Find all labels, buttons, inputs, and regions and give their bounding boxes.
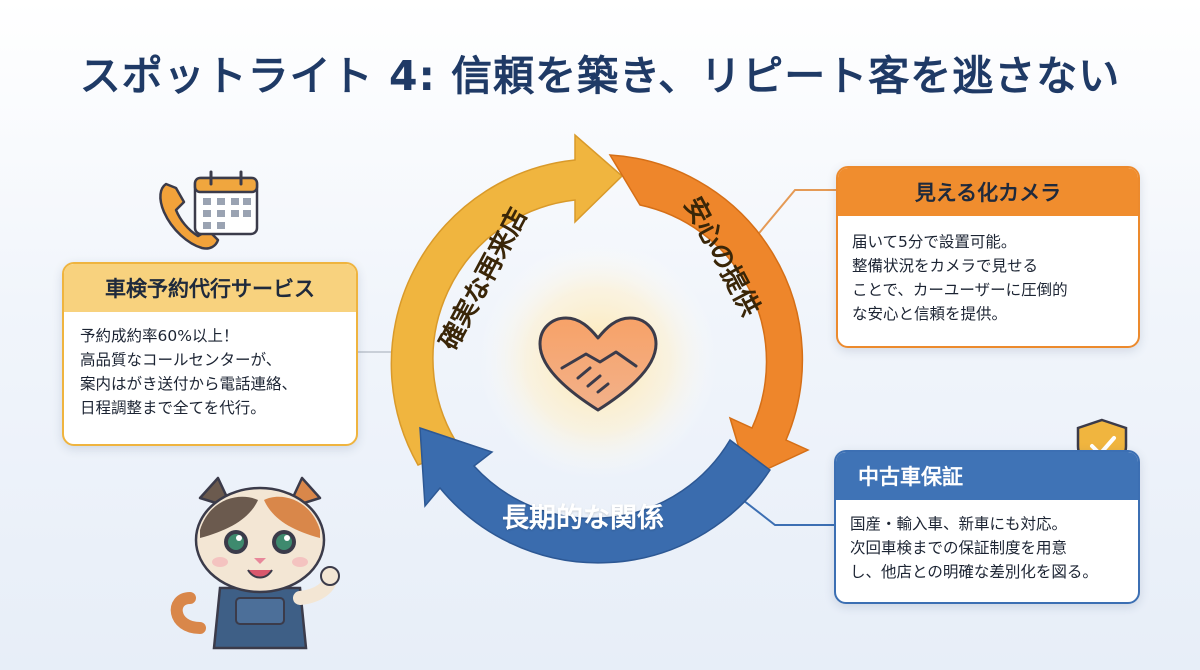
segment-left-arrow bbox=[390, 133, 624, 466]
card-used-car-warranty: 中古車保証 国産・輸入車、新車にも対応。 次回車検までの保証制度を用意 し、他店… bbox=[834, 450, 1140, 604]
card-reservation-line: 案内はがき送付から電話連絡、 bbox=[80, 375, 298, 393]
card-camera-line: な安心と信頼を提供。 bbox=[852, 305, 1008, 323]
card-visibility-camera: 見える化カメラ 届いて5分で設置可能。 整備状況をカメラで見せる ことで、カーユ… bbox=[836, 166, 1140, 348]
card-camera-line: ことで、カーユーザーに圧倒的 bbox=[852, 281, 1068, 299]
card-reservation-heading: 車検予約代行サービス bbox=[64, 264, 356, 312]
card-warranty-heading: 中古車保証 bbox=[836, 452, 1138, 500]
card-warranty-line: 国産・輸入車、新車にも対応。 bbox=[850, 515, 1068, 533]
cat-mascot-icon bbox=[170, 476, 340, 650]
card-camera-body: 届いて5分で設置可能。 整備状況をカメラで見せる ことで、カーユーザーに圧倒的 … bbox=[838, 216, 1138, 340]
card-camera-line: 整備状況をカメラで見せる bbox=[852, 257, 1039, 275]
card-reservation-service: 車検予約代行サービス 予約成約率60%以上！ 高品質なコールセンターが、 案内は… bbox=[62, 262, 358, 446]
calendar-icon bbox=[193, 170, 259, 236]
card-warranty-line: し、他店との明確な差別化を図る。 bbox=[850, 563, 1098, 581]
card-reservation-line: 日程調整まで全てを代行。 bbox=[80, 399, 266, 417]
card-reservation-body: 予約成約率60%以上！ 高品質なコールセンターが、 案内はがき送付から電話連絡、… bbox=[64, 312, 356, 432]
page-title: スポットライト 4: 信頼を築き、リピート客を逃さない bbox=[79, 52, 1121, 100]
card-warranty-body: 国産・輸入車、新車にも対応。 次回車検までの保証制度を用意 し、他店との明確な差… bbox=[836, 500, 1138, 596]
segment-bottom-arrow bbox=[419, 426, 772, 564]
phone-icon bbox=[159, 182, 220, 250]
segment-bottom-label: 長期的な関係 bbox=[502, 503, 664, 534]
heart-handshake-icon bbox=[538, 316, 658, 412]
card-reservation-line: 予約成約率60%以上！ bbox=[80, 327, 239, 345]
segment-right-arrow bbox=[608, 154, 810, 480]
card-reservation-line: 高品質なコールセンターが、 bbox=[80, 351, 282, 369]
card-warranty-line: 次回車検までの保証制度を用意 bbox=[850, 539, 1068, 557]
card-camera-heading: 見える化カメラ bbox=[838, 168, 1138, 216]
card-camera-line: 届いて5分で設置可能。 bbox=[852, 233, 1017, 251]
